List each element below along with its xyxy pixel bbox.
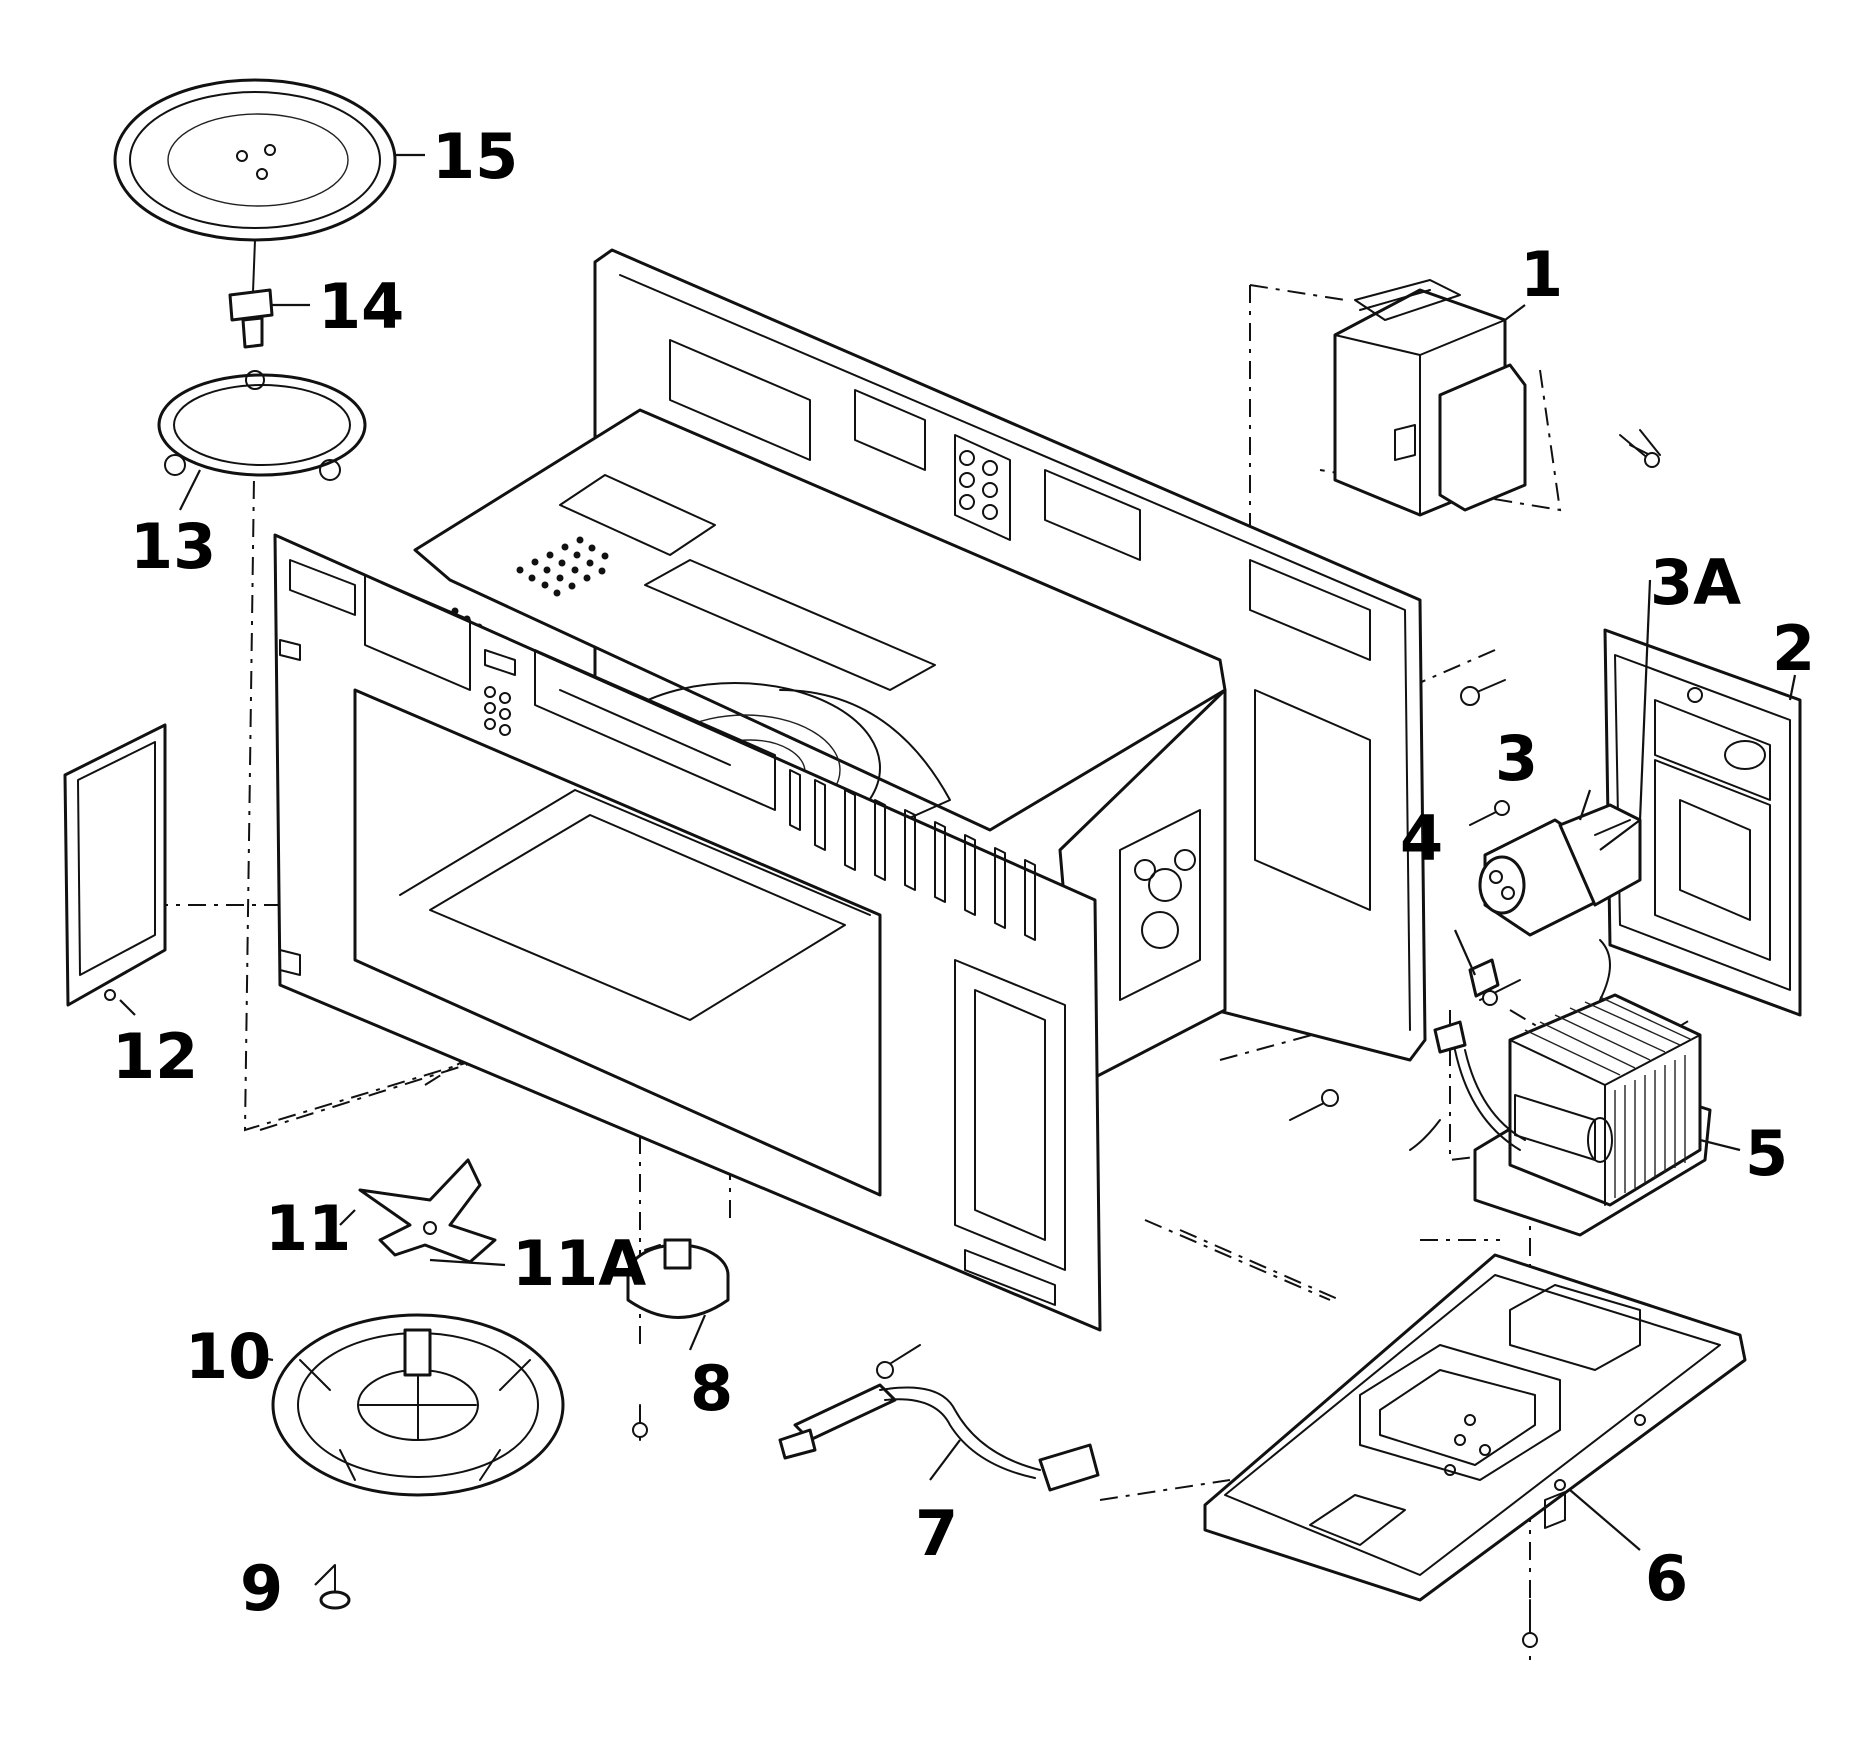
screw-capacitor <box>1469 800 1510 826</box>
callout-3: 3 <box>1495 722 1538 795</box>
part-4-high-voltage-diode <box>1468 958 1500 998</box>
screw-bracket <box>1460 679 1506 706</box>
part-10-fan-shroud <box>271 1313 565 1497</box>
part-13-roller-ring <box>157 370 367 481</box>
part-15-glass-tray <box>113 78 397 242</box>
callout-3a: 3A <box>1650 546 1741 619</box>
part-1-magnetron <box>1333 279 1661 517</box>
part-14-roller-coupler <box>228 239 274 349</box>
callout-5: 5 <box>1745 1117 1788 1190</box>
callout-11: 11 <box>265 1192 351 1265</box>
screw-side <box>1289 1089 1339 1121</box>
callout-13: 13 <box>130 510 216 583</box>
callout-11a: 11A <box>512 1227 646 1300</box>
callout-7: 7 <box>915 1497 958 1570</box>
screw-motor <box>632 1404 648 1441</box>
callout-9: 9 <box>240 1552 283 1625</box>
part-6-base-plate <box>1203 1253 1747 1602</box>
part-3a-capacitor-bracket <box>1558 803 1642 907</box>
screw-magnetron <box>1619 434 1660 468</box>
callout-8: 8 <box>690 1352 733 1425</box>
callout-15: 15 <box>432 120 518 193</box>
callout-4: 4 <box>1400 802 1443 875</box>
leader-lines <box>119 153 1797 1586</box>
part-11-fan-blade <box>358 1158 497 1264</box>
callout-10: 10 <box>185 1320 271 1393</box>
part-5-transformer <box>1409 939 1712 1237</box>
callout-6: 6 <box>1645 1542 1688 1615</box>
screw-harness <box>876 1344 921 1379</box>
oven-cavity-assembly <box>273 248 1427 1332</box>
screw-base <box>1522 1599 1538 1648</box>
screw-transformer <box>1479 979 1521 1006</box>
callout-14: 14 <box>318 270 404 343</box>
callout-1: 1 <box>1520 238 1563 311</box>
callout-2: 2 <box>1772 612 1815 685</box>
part-9-screw-washer <box>319 1564 351 1610</box>
callout-12: 12 <box>112 1020 198 1093</box>
part-8-turntable-motor <box>626 1238 730 1319</box>
part-7-wire-harness <box>778 1383 1100 1492</box>
part-12-cover-plate <box>63 723 167 1007</box>
callout-labels: 15 14 13 12 1 3A 2 3 4 5 6 7 8 9 10 11 1… <box>112 120 1815 1625</box>
